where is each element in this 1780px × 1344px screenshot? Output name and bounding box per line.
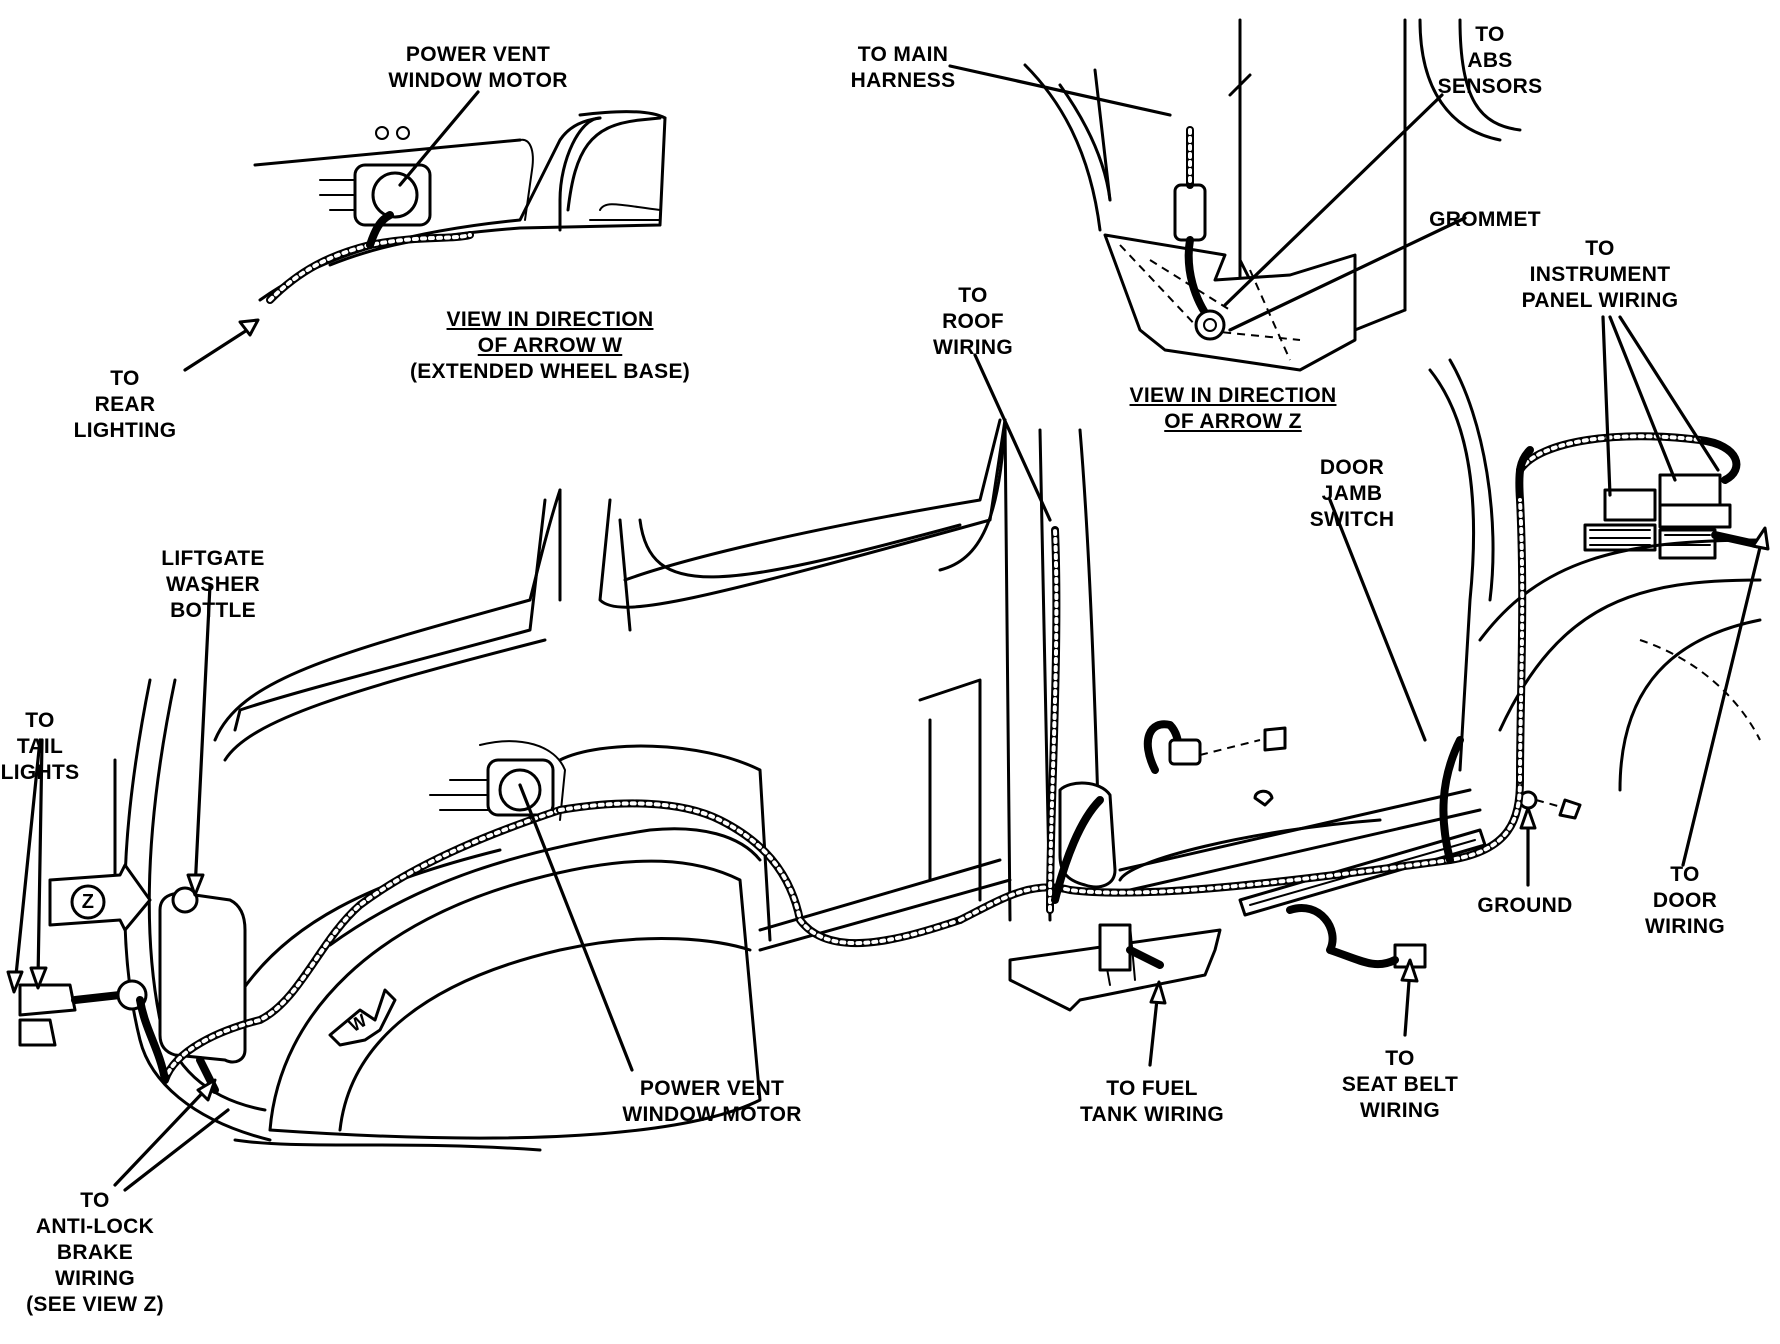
label-line: TO [80, 1189, 110, 1212]
label-to-seat-belt-wiring: TO SEAT BELT WIRING [1342, 1046, 1458, 1124]
label-line: REAR [94, 393, 156, 416]
label-line: TO [1585, 237, 1615, 260]
label-line: LIGHTS [0, 761, 80, 784]
label-line: TO [1385, 1047, 1415, 1070]
label-line: OF ARROW Z [1164, 410, 1302, 433]
leader-lines [6, 64, 1770, 1192]
label-power-vent-window-motor-bottom: POWER VENT WINDOW MOTOR [622, 1076, 801, 1128]
label-line: DOOR [1652, 889, 1718, 912]
label-view-in-direction-of-arrow-z: VIEW IN DIRECTION OF ARROW Z [1130, 383, 1337, 435]
vehicle-body [18, 358, 1762, 1152]
label-line: WIRING [1645, 915, 1725, 938]
label-line: TO [1670, 863, 1700, 886]
label-line: TO FUEL [1106, 1077, 1198, 1100]
label-line: JAMB [1321, 482, 1383, 505]
label-door-jamb-switch: DOOR JAMB SWITCH [1310, 455, 1395, 533]
label-line: DOOR [1319, 456, 1385, 479]
label-line: WINDOW MOTOR [388, 69, 568, 92]
label-line: ABS [1467, 49, 1513, 72]
label-to-rear-lighting: TO REAR LIGHTING [74, 366, 177, 444]
main-harness-routing [136, 446, 1534, 1094]
label-line: (EXTENDED WHEEL BASE) [409, 360, 691, 383]
label-line: WASHER [166, 573, 260, 596]
label-line: ANTI-LOCK [35, 1215, 155, 1238]
label-line: TAIL [16, 735, 64, 758]
label-line: TANK WIRING [1079, 1103, 1225, 1126]
label-line: WINDOW MOTOR [622, 1103, 802, 1126]
label-line: WIRING [55, 1267, 135, 1290]
label-to-tail-lights: TO TAIL LIGHTS [1, 708, 80, 786]
label-line: PANEL WIRING [1521, 289, 1679, 312]
label-line: VIEW IN DIRECTION [446, 308, 654, 331]
label-line: BOTTLE [170, 599, 256, 622]
label-line: TO [25, 709, 55, 732]
instrument-panel-connectors [1516, 432, 1764, 560]
label-line: VIEW IN DIRECTION [1129, 384, 1337, 407]
label-line: LIFTGATE [161, 547, 265, 570]
label-power-vent-window-motor-top: POWER VENT WINDOW MOTOR [388, 42, 567, 94]
label-line: HARNESS [850, 69, 956, 92]
label-line: BRAKE [56, 1241, 134, 1264]
label-line: OF ARROW W [477, 334, 623, 357]
label-to-roof-wiring: TO ROOF WIRING [933, 283, 1013, 361]
label-line: (SEE VIEW Z) [26, 1293, 164, 1316]
label-line: WIRING [1360, 1099, 1440, 1122]
label-ground: GROUND [1477, 893, 1572, 919]
view-arrow-w [328, 988, 397, 1047]
inset-view-z [1023, 18, 1522, 372]
label-to-fuel-tank-wiring: TO FUEL TANK WIRING [1080, 1076, 1224, 1128]
label-to-anti-lock-brake-wiring: TO ANTI-LOCK BRAKE WIRING (SEE VIEW Z) [26, 1188, 164, 1318]
marker-z: Z [81, 891, 95, 913]
label-to-main-harness: TO MAIN HARNESS [851, 42, 956, 94]
label-liftgate-washer-bottle: LIFTGATE WASHER BOTTLE [161, 546, 265, 624]
label-line: POWER VENT [405, 43, 551, 66]
label-line: POWER VENT [639, 1077, 785, 1100]
inset-view-w [253, 110, 667, 304]
label-line: WIRING [933, 336, 1013, 359]
label-line: TO [110, 367, 140, 390]
view-arrow-z [48, 863, 152, 932]
label-line: TO [958, 284, 988, 307]
label-line: LIGHTING [73, 419, 177, 442]
label-line: SEAT BELT [1341, 1073, 1459, 1096]
label-line: INSTRUMENT [1529, 263, 1671, 286]
label-to-abs-sensors: TO ABS SENSORS [1438, 22, 1543, 100]
label-view-in-direction-of-arrow-w: VIEW IN DIRECTION OF ARROW W (EXTENDED W… [410, 307, 690, 385]
label-line: TO MAIN [857, 43, 949, 66]
label-line: ROOF [942, 310, 1004, 333]
label-grommet: GROMMET [1429, 207, 1541, 233]
label-line: SENSORS [1437, 75, 1543, 98]
label-line: TO [1475, 23, 1505, 46]
label-to-door-wiring: TO DOOR WIRING [1645, 862, 1725, 940]
label-line: GROMMET [1429, 208, 1541, 231]
label-line: GROUND [1477, 894, 1573, 917]
label-to-instrument-panel-wiring: TO INSTRUMENT PANEL WIRING [1522, 236, 1679, 314]
label-line: SWITCH [1309, 508, 1395, 531]
